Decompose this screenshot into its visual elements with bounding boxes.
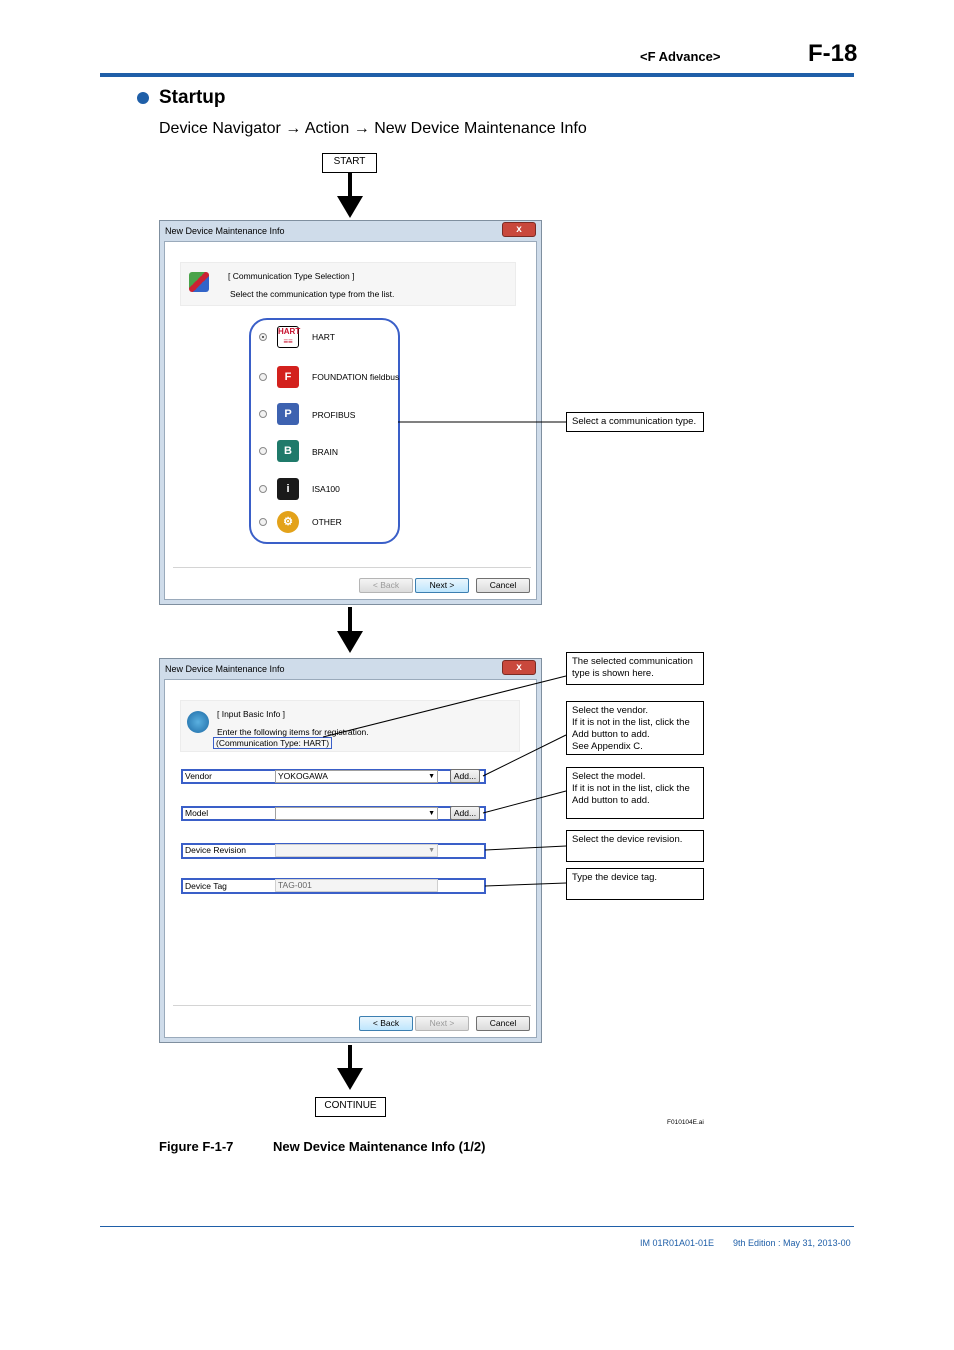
option-label-other: OTHER (312, 517, 342, 527)
banner-subtitle: Enter the following items for registrati… (217, 727, 369, 737)
figure-number: Figure F-1-7 (159, 1139, 234, 1154)
radio-isa100[interactable] (259, 485, 267, 493)
back-button[interactable]: < Back (359, 578, 413, 593)
revision-label: Device Revision (185, 845, 246, 855)
globe-icon (187, 711, 209, 733)
model-select[interactable]: ▼ (275, 807, 438, 820)
close-button[interactable]: x (502, 660, 536, 675)
footer-rule (100, 1226, 854, 1227)
close-button[interactable]: x (502, 222, 536, 237)
edition-info: 9th Edition : May 31, 2013-00 (733, 1238, 851, 1248)
figure-caption: Figure F-1-7 New Device Maintenance Info … (159, 1139, 485, 1154)
wizard-icon (189, 272, 209, 292)
section-title: Startup (159, 87, 226, 108)
basic-info-dialog: New Device Maintenance Info x [ Input Ba… (159, 658, 542, 1043)
button-separator (173, 567, 531, 568)
down-arrow-icon (337, 196, 363, 218)
dialog-body: [ Input Basic Info ] Enter the following… (164, 679, 537, 1038)
hart-icon: HART≡≡ (277, 326, 301, 348)
vendor-select[interactable]: YOKOGAWA ▼ (275, 770, 438, 783)
chevron-down-icon: ▼ (428, 847, 435, 854)
instruction-banner: [ Input Basic Info ] Enter the following… (180, 700, 520, 752)
vendor-label: Vendor (185, 771, 212, 781)
chevron-down-icon: ▼ (428, 773, 435, 780)
back-button[interactable]: < Back (359, 1016, 413, 1031)
banner-subtitle: Select the communication type from the l… (230, 289, 395, 299)
callout-tag: Type the device tag. (566, 868, 704, 900)
callout-select-comm-type: Select a communication type. (566, 412, 704, 432)
model-add-button[interactable]: Add... (450, 806, 480, 820)
callout-revision: Select the device revision. (566, 830, 704, 862)
profibus-icon: P (277, 403, 299, 425)
option-label-profibus: PROFIBUS (312, 410, 356, 420)
flow-arrow-shaft (348, 173, 352, 197)
radio-brain[interactable] (259, 447, 267, 455)
revision-select[interactable]: ▼ (275, 844, 438, 857)
leader-line (484, 845, 567, 851)
callout-model: Select the model. If it is not in the li… (566, 767, 704, 819)
down-arrow-icon (337, 631, 363, 653)
figure-file-id: F010104E.ai (667, 1119, 704, 1126)
navigation-path: Device Navigator → Action → New Device M… (159, 120, 587, 137)
instruction-banner: [ Communication Type Selection ] Select … (180, 262, 516, 306)
dialog-title: New Device Maintenance Info (165, 664, 285, 674)
flow-arrow-shaft (348, 607, 352, 632)
down-arrow-icon (337, 1068, 363, 1090)
leader-line (482, 790, 567, 814)
section-header: <F Advance> (640, 49, 721, 64)
foundation-fieldbus-icon: F (277, 366, 299, 388)
doc-number: IM 01R01A01-01E (640, 1238, 715, 1248)
cancel-button[interactable]: Cancel (476, 578, 530, 593)
banner-title: [ Communication Type Selection ] (228, 271, 355, 281)
comm-type-highlight (249, 318, 400, 544)
comm-type-dialog: New Device Maintenance Info x [ Communic… (159, 220, 542, 605)
radio-other[interactable] (259, 518, 267, 526)
page-number: F-18 (808, 40, 858, 67)
bullet-icon (137, 92, 149, 104)
next-button[interactable]: Next > (415, 578, 469, 593)
dialog-title: New Device Maintenance Info (165, 226, 285, 236)
dialog-body: [ Communication Type Selection ] Select … (164, 241, 537, 600)
leader-line (322, 675, 567, 738)
cancel-button[interactable]: Cancel (476, 1016, 530, 1031)
start-box: START (322, 153, 377, 173)
leader-line (484, 882, 567, 887)
banner-title: [ Input Basic Info ] (217, 709, 286, 719)
option-label-foundation: FOUNDATION fieldbus (312, 372, 400, 382)
other-gear-icon: ⚙ (277, 511, 299, 533)
next-button[interactable]: Next > (415, 1016, 469, 1031)
vendor-add-button[interactable]: Add... (450, 769, 480, 783)
flow-arrow-shaft (348, 1045, 352, 1069)
radio-foundation[interactable] (259, 373, 267, 381)
chevron-down-icon: ▼ (428, 810, 435, 817)
radio-profibus[interactable] (259, 410, 267, 418)
header-rule (100, 73, 854, 77)
radio-hart[interactable] (259, 333, 267, 341)
continue-box: CONTINUE (315, 1097, 386, 1117)
callout-vendor: Select the vendor. If it is not in the l… (566, 701, 704, 755)
tag-label: Device Tag (185, 881, 227, 891)
option-label-brain: BRAIN (312, 447, 338, 457)
vendor-value: YOKOGAWA (278, 771, 328, 781)
isa100-icon: i (277, 478, 299, 500)
leader-line (482, 734, 567, 777)
device-tag-input[interactable]: TAG-001 (275, 879, 438, 892)
button-separator (173, 1005, 531, 1006)
figure-title: New Device Maintenance Info (1/2) (273, 1139, 486, 1154)
option-label-hart: HART (312, 332, 335, 342)
comm-type-indicator: (Communication Type: HART) (213, 737, 333, 749)
brain-icon: B (277, 440, 299, 462)
option-label-isa100: ISA100 (312, 484, 340, 494)
callout-comm-type: The selected communication type is shown… (566, 652, 704, 685)
model-label: Model (185, 808, 209, 818)
